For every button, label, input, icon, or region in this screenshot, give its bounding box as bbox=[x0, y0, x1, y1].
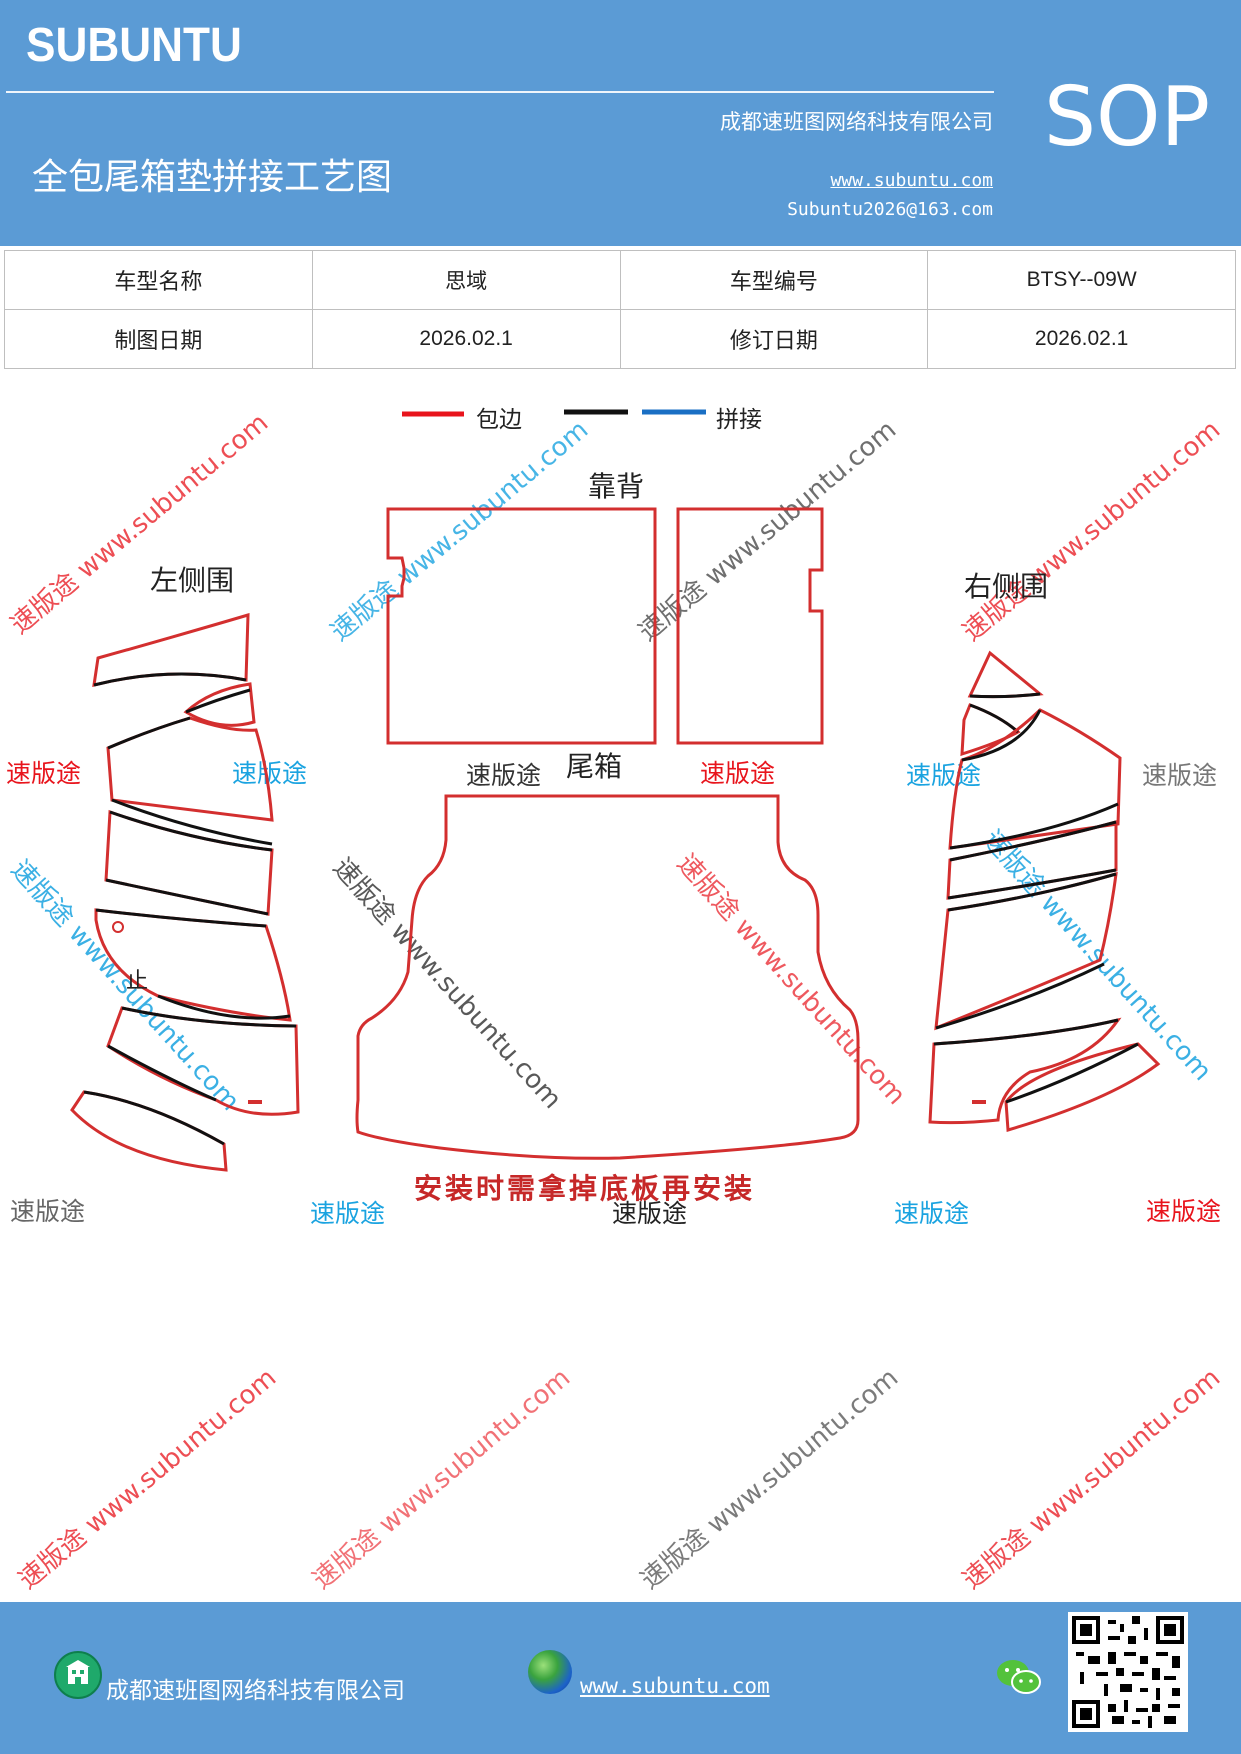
revise-date-value: 2026.02.1 bbox=[927, 309, 1236, 369]
watermark-text: 速版途 bbox=[1142, 761, 1217, 790]
brand-logo: SUBUNTU bbox=[26, 19, 242, 72]
footer-website-link[interactable]: www.subuntu.com bbox=[580, 1674, 770, 1698]
right-side-panel bbox=[928, 650, 1161, 1132]
backrest-left-panel bbox=[386, 507, 657, 745]
header-banner: SUBUNTU SOP 成都速班图网络科技有限公司 全包尾箱垫拼接工艺图 www… bbox=[0, 0, 1241, 246]
building-icon bbox=[54, 1651, 102, 1699]
watermark-diagonal: 速版途 www.subuntu.com bbox=[5, 855, 245, 1117]
draw-date-value: 2026.02.1 bbox=[311, 309, 621, 369]
watermark-text: 速版途 bbox=[700, 759, 775, 788]
globe-icon bbox=[528, 1650, 572, 1694]
legend-label-binding: 包边 bbox=[476, 407, 522, 433]
watermark-diagonal: 速版途 www.subuntu.com bbox=[327, 853, 567, 1115]
header-email[interactable]: Subuntu2026@163.com bbox=[787, 199, 993, 220]
watermark-text: 速版途 bbox=[6, 759, 81, 788]
wechat-icon[interactable] bbox=[996, 1658, 1042, 1702]
left-side-panel bbox=[70, 612, 300, 1172]
installation-note: 安装时需拿掉底板再安装 bbox=[414, 1172, 755, 1205]
watermark-text: 速版途 bbox=[612, 1199, 687, 1228]
watermark-diagonal: 速版途 www.subuntu.com bbox=[5, 408, 274, 640]
trunk-label: 尾箱 bbox=[566, 750, 622, 783]
watermark-text: 速版途 bbox=[906, 761, 981, 790]
table-row: 车型名称 思域 车型编号 BTSY--09W bbox=[4, 250, 1236, 310]
vehicle-info-table: 车型名称 思域 车型编号 BTSY--09W 制图日期 2026.02.1 修订… bbox=[4, 250, 1236, 369]
watermark-text: 速版途 bbox=[894, 1199, 969, 1228]
legend: 包边 拼接 bbox=[402, 407, 762, 433]
model-code-label: 车型编号 bbox=[619, 250, 929, 310]
left-side-label: 左侧围 bbox=[150, 564, 234, 597]
table-row: 制图日期 2026.02.1 修订日期 2026.02.1 bbox=[4, 309, 1236, 369]
back-label: 靠背 bbox=[588, 470, 644, 503]
backrest-right-panel bbox=[676, 507, 824, 745]
watermark-diagonal: 速版途 www.subuntu.com bbox=[635, 1363, 904, 1595]
trunk-floor-panel bbox=[355, 794, 860, 1160]
watermark-diagonal: 速版途 www.subuntu.com bbox=[671, 849, 911, 1111]
splice-diagram: 速版途 www.subuntu.com 速版途 www.subuntu.com … bbox=[5, 407, 1226, 1595]
watermark-diagonal: 速版途 www.subuntu.com bbox=[325, 415, 594, 647]
footer-banner: 成都速班图网络科技有限公司 www.subuntu.com bbox=[0, 1602, 1241, 1754]
right-side-label: 右侧围 bbox=[964, 570, 1048, 603]
left-stop-mark: 止 bbox=[126, 969, 148, 994]
footer-company: 成都速班图网络科技有限公司 bbox=[106, 1678, 405, 1704]
qr-code[interactable] bbox=[1068, 1612, 1188, 1732]
watermark-diagonal: 速版途 www.subuntu.com bbox=[307, 1363, 576, 1595]
watermark-text: 速版途 bbox=[466, 761, 541, 790]
header-company: 成都速班图网络科技有限公司 bbox=[720, 110, 993, 134]
watermark-diagonal: 速版途 www.subuntu.com bbox=[957, 1363, 1226, 1595]
watermark-text: 速版途 bbox=[10, 1197, 85, 1226]
model-name-value: 思域 bbox=[311, 250, 621, 310]
page-title: 全包尾箱垫拼接工艺图 bbox=[32, 157, 393, 198]
sop-label: SOP bbox=[1044, 70, 1211, 165]
watermark-diagonal: 速版途 www.subuntu.com bbox=[977, 825, 1217, 1087]
watermark-text: 速版途 bbox=[1146, 1197, 1221, 1226]
model-name-label: 车型名称 bbox=[4, 250, 313, 310]
header-website-link[interactable]: www.subuntu.com bbox=[830, 170, 993, 191]
watermark-diagonal: 速版途 www.subuntu.com bbox=[633, 415, 902, 647]
watermark-text: 速版途 bbox=[310, 1199, 385, 1228]
watermark-diagonal: 速版途 www.subuntu.com bbox=[957, 415, 1226, 647]
watermark-text: 速版途 bbox=[232, 759, 307, 788]
draw-date-label: 制图日期 bbox=[4, 309, 313, 369]
legend-label-splice: 拼接 bbox=[716, 407, 762, 433]
watermark-diagonal: 速版途 www.subuntu.com bbox=[13, 1363, 282, 1595]
model-code-value: BTSY--09W bbox=[927, 250, 1236, 310]
header-divider bbox=[6, 91, 994, 93]
